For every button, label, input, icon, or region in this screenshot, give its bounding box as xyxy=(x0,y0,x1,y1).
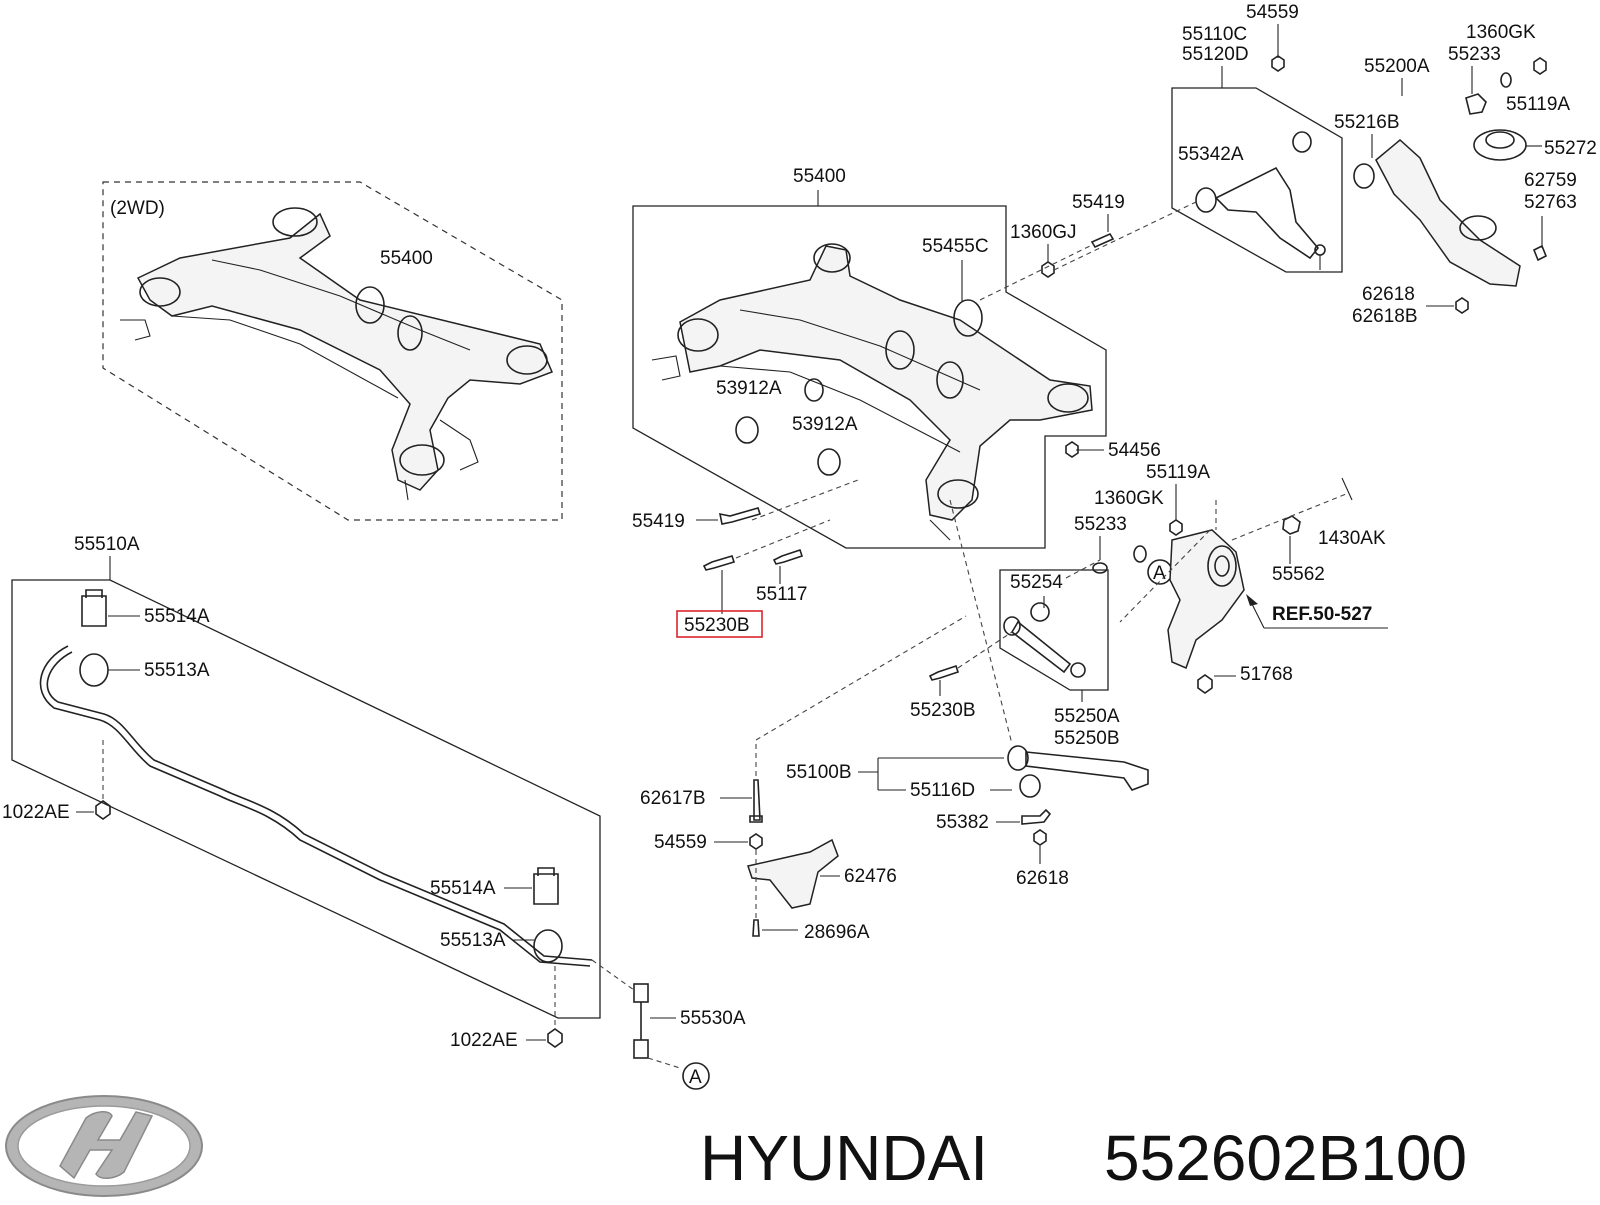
label-55562: 55562 xyxy=(1272,564,1325,585)
label-55117: 55117 xyxy=(756,584,807,605)
label-55100B: 55100B xyxy=(786,762,852,783)
label-53912A-b: 53912A xyxy=(792,414,858,435)
label-55400-main: 55400 xyxy=(793,166,846,187)
label-1430AK: 1430AK xyxy=(1318,528,1386,549)
label-55119A-mid: 55119A xyxy=(1146,462,1210,483)
label-62618B: 62618B xyxy=(1352,306,1418,327)
label-55230B-b: 55230B xyxy=(910,700,976,721)
brand-footer: HYUNDAI 552602B100 xyxy=(5,1095,1467,1197)
label-52763: 52763 xyxy=(1524,192,1577,213)
part-number: 552602B100 xyxy=(1104,1122,1467,1194)
label-1022AE-a: 1022AE xyxy=(2,802,70,823)
label-55455C: 55455C xyxy=(922,236,989,257)
label-55514A-b: 55514A xyxy=(430,878,496,899)
subframe-main-frame xyxy=(632,205,1107,549)
label-62618-a: 62618 xyxy=(1362,284,1415,305)
label-62476: 62476 xyxy=(844,866,897,887)
hyundai-logo xyxy=(5,1095,203,1197)
label-62618-b: 62618 xyxy=(1016,868,1069,889)
bracket-group: 62617B 54559 62476 28696A xyxy=(640,744,897,943)
label-55342A: 55342A xyxy=(1178,144,1244,165)
stabilizer-frame xyxy=(11,579,601,1019)
marker-a-link xyxy=(682,1062,710,1090)
label-55513A-a: 55513A xyxy=(144,660,210,681)
label-55419-top: 55419 xyxy=(1072,192,1125,213)
label-55513A-b: 55513A xyxy=(440,930,506,951)
label-62759: 62759 xyxy=(1524,170,1577,191)
label-55400-2wd: 55400 xyxy=(380,248,433,269)
label-55272: 55272 xyxy=(1544,138,1597,159)
label-1360GK-mid: 1360GK xyxy=(1094,488,1164,509)
label-51768: 51768 xyxy=(1240,664,1293,685)
label-1360GK-top: 1360GK xyxy=(1466,22,1536,43)
link-55250-frame xyxy=(999,569,1109,691)
label-55514A-a: 55514A xyxy=(144,606,210,627)
subframe-2wd-drawing xyxy=(120,207,553,501)
label-55119A-top: 55119A xyxy=(1506,94,1570,115)
label-1022AE-b: 1022AE xyxy=(450,1030,518,1051)
label-54559-bot: 54559 xyxy=(654,832,707,853)
stabilizer-group: 55510A 55514A 55513A 1022AE 55514A 55513… xyxy=(2,534,746,1090)
subframe-2wd-dashed-frame xyxy=(102,181,563,521)
subframe-main-group: 55400 55455C 53912A 53912A 54456 xyxy=(632,166,1161,549)
label-55254: 55254 xyxy=(1010,572,1063,593)
label-55530A: 55530A xyxy=(680,1008,746,1029)
label-55230B-highlighted: 55230B xyxy=(684,615,750,636)
label-55200A: 55200A xyxy=(1364,56,1430,77)
label-55250A: 55250A xyxy=(1054,706,1120,727)
frame-bolts-group: 55419 55230B 55117 xyxy=(632,479,859,638)
label-55120D: 55120D xyxy=(1182,44,1249,65)
label-55419-bot: 55419 xyxy=(632,511,685,532)
trailing-arm-group: 55100B 55116D 55382 62618 xyxy=(755,499,1149,889)
label-54456: 54456 xyxy=(1108,440,1161,461)
ref-label: REF.50-527 xyxy=(1272,604,1372,625)
label-55250B: 55250B xyxy=(1054,728,1120,749)
label-55110C: 55110C xyxy=(1182,24,1247,45)
marker-a-link-label: A xyxy=(689,1067,702,1088)
top-fasteners-group: 55419 1360GJ xyxy=(979,192,1201,301)
label-55233-mid: 55233 xyxy=(1074,514,1127,535)
label-55382: 55382 xyxy=(936,812,989,833)
subframe-2wd-group: (2WD) 55400 xyxy=(102,181,563,521)
label-53912A-a: 53912A xyxy=(716,378,782,399)
label-54559-top: 54559 xyxy=(1246,2,1299,23)
subframe-main-drawing xyxy=(651,243,1093,541)
label-55510A: 55510A xyxy=(74,534,140,555)
lower-arm-group: 55200A 1360GK 55233 55119A 55216B 55272 … xyxy=(1334,22,1597,327)
label-1360GJ: 1360GJ xyxy=(1010,222,1077,243)
upper-arm-group: 54559 55110C 55120D 55342A xyxy=(1171,2,1343,273)
knuckle-group: 55119A 1360GK 55233 A 51768 55562 1430AK… xyxy=(1074,462,1388,694)
highlight-box xyxy=(676,610,763,638)
label-55216B: 55216B xyxy=(1334,112,1400,133)
brand-name: HYUNDAI xyxy=(700,1122,988,1194)
label-55233-top: 55233 xyxy=(1448,44,1501,65)
upper-arm-frame xyxy=(1171,87,1343,273)
label-62617B: 62617B xyxy=(640,788,706,809)
marker-a-knuckle-label: A xyxy=(1153,563,1166,584)
variant-label: (2WD) xyxy=(110,198,165,219)
link-55250-group: 55254 55250A 55250B 55230B xyxy=(910,559,1120,749)
label-55116D: 55116D xyxy=(910,780,975,801)
label-28696A: 28696A xyxy=(804,922,870,943)
